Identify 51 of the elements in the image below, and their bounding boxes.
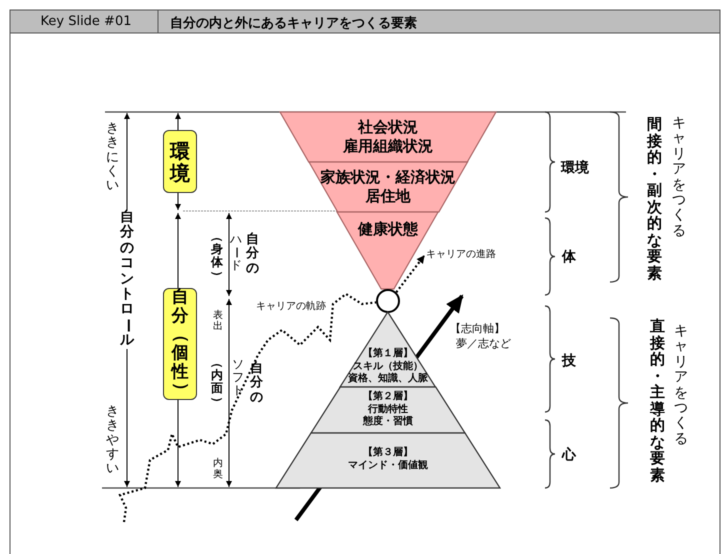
path-label: キャリアの軌跡 [256, 300, 326, 313]
axis-label: ハード [230, 233, 242, 273]
axis-label: 表出 [213, 310, 223, 332]
category-label: 技 [562, 352, 576, 370]
layer-text: 資格、知識、人脈 [346, 373, 429, 386]
axis-label: （内面） [211, 356, 223, 409]
axis-label: 自分のコントロール [120, 210, 134, 349]
axis-label: ききにくい [106, 122, 119, 194]
group-label: 間接的・副次的な要素 [647, 116, 662, 281]
axis-label: 夢／志など [456, 336, 511, 351]
group-label: キャリアをつくる [674, 324, 688, 448]
funnel-band [280, 112, 496, 162]
circle-node [376, 289, 400, 313]
slide-tag: Key Slide #01 [16, 14, 156, 29]
axis-label: ききやすい [106, 405, 119, 476]
dotted-arrow [395, 255, 425, 293]
band-text: 社会状況 [356, 118, 419, 137]
category-label: 体 [562, 248, 576, 266]
axis-label: 【志向軸】 [450, 321, 505, 336]
funnel-band [308, 162, 468, 212]
funnel-band [337, 212, 439, 289]
element-box [163, 288, 197, 400]
axis-label: （身体） [211, 230, 223, 283]
band-text: 居住地 [364, 186, 412, 206]
layer-text: 【第１層】 [362, 348, 414, 360]
pyramid-layer [311, 387, 465, 433]
layer-text: 行動特性 [366, 404, 409, 415]
element-box [163, 130, 197, 193]
band-text: 健康状態 [356, 220, 419, 239]
pyramid-layer [276, 433, 500, 488]
band-text: 雇用組織状況 [342, 136, 434, 156]
group-label: 直接的・主導的な要素 [650, 318, 665, 483]
category-label: 環境 [561, 159, 589, 177]
band-text: 家族状況・経済状況 [319, 168, 456, 187]
axis-label: ソフト [232, 358, 244, 398]
layer-text: 態度・習慣 [362, 416, 414, 428]
box-label: 自分（個性） [172, 288, 188, 400]
axis-label: 自分の [246, 233, 259, 276]
box-label: 環境 [170, 140, 190, 184]
axis-label: 内奥 [213, 458, 223, 480]
category-label: 心 [562, 446, 576, 464]
slide-title: 自分の内と外にあるキャリアをつくる要素 [170, 14, 417, 32]
group-label: キャリアをつくる [672, 116, 686, 240]
layer-text: マインド・価値観 [347, 460, 429, 472]
path-label: キャリアの進路 [426, 248, 496, 261]
layer-text: 【第３層】 [362, 447, 414, 460]
pyramid-layer [340, 312, 436, 387]
dotted-path-line [118, 292, 376, 522]
layer-text: 【第２層】 [362, 391, 414, 404]
axis-label: 自分の [250, 362, 263, 405]
layer-text: スキル（技能） [352, 360, 424, 372]
